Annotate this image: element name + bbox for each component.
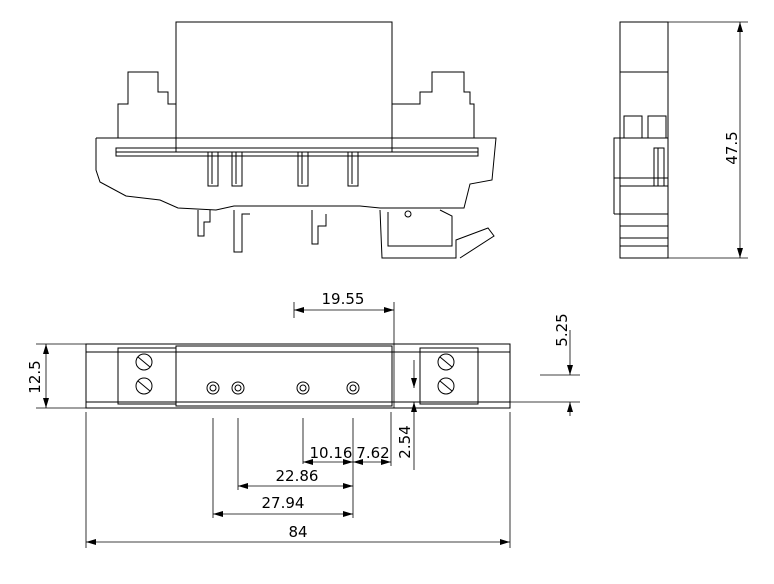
pin-1 xyxy=(207,151,219,187)
dim-span-b-label: 27.94 xyxy=(262,494,305,512)
dim-offset-top-label: 19.55 xyxy=(322,290,365,308)
front-view xyxy=(95,21,497,259)
pin-2 xyxy=(231,151,243,187)
top-body xyxy=(85,343,511,409)
dim-pitch-a-label: 10.16 xyxy=(310,444,353,462)
pin-3 xyxy=(297,151,309,187)
hole-3 xyxy=(296,381,310,395)
dim-pin-offset-label: 2.54 xyxy=(396,425,414,458)
hole-4 xyxy=(346,381,360,395)
dim-span-a-label: 22.86 xyxy=(276,467,319,485)
dim-depth-label: 12.5 xyxy=(26,360,44,393)
dim-width-label: 84 xyxy=(288,523,307,541)
top-view xyxy=(36,302,580,548)
relay-body xyxy=(175,21,393,153)
side-view xyxy=(613,21,748,259)
hole-2 xyxy=(231,381,245,395)
dim-pitch-b-label: 7.62 xyxy=(356,444,389,462)
dim-height-label: 47.5 xyxy=(723,131,741,164)
dim-offset-right-label: 5.25 xyxy=(553,313,571,346)
side-body xyxy=(619,21,669,259)
hole-1 xyxy=(206,381,220,395)
pin-4 xyxy=(347,151,359,187)
